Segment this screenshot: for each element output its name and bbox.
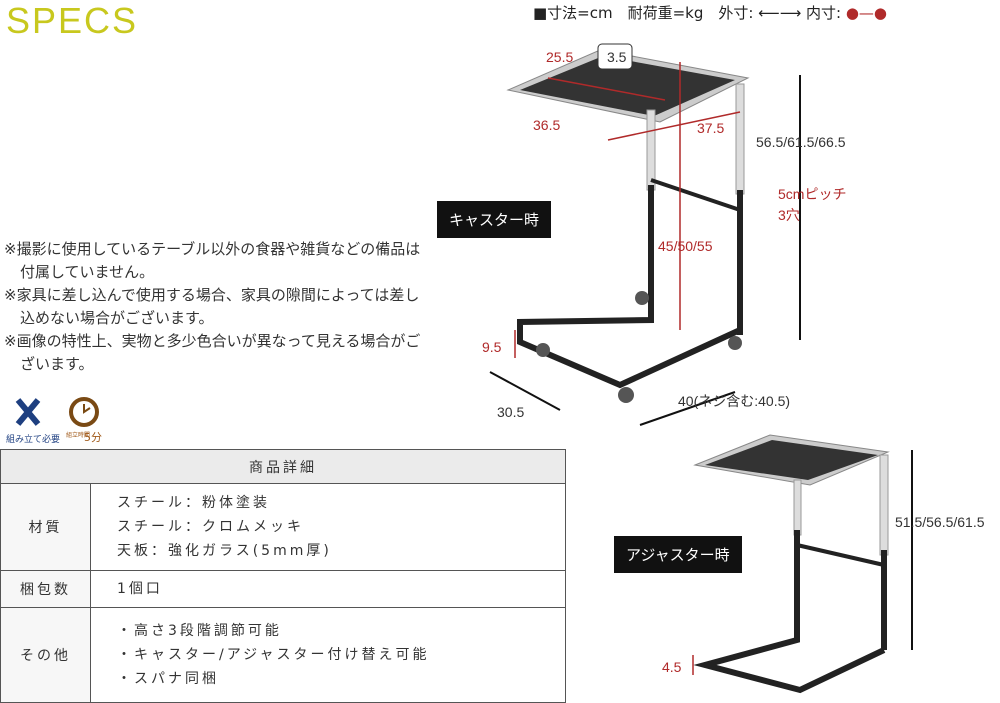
row-value: スチール：クロムメッキ (117, 519, 304, 535)
load-value: 3.5 (607, 49, 627, 65)
note: ※撮影に使用しているテーブル以外の食器や雑貨などの備品は付属していません。 (4, 240, 421, 281)
legend-inner: 内寸: (805, 4, 842, 22)
row-value: 天板：強化ガラス(5mm厚) (117, 543, 332, 559)
dim-height-caster: 56.5/61.5/66.5 (756, 134, 846, 150)
table-row: その他 ・高さ3段階調節可能・キャスター/アジャスター付け替え可能・スパナ同梱 (0, 607, 566, 703)
dim-caster-height: 9.5 (482, 339, 502, 355)
dim-adjuster-height: 4.5 (662, 659, 682, 675)
dim-base-width: 40(ネジ含む:40.5) (678, 393, 791, 409)
notes: ※撮影に使用しているテーブル以外の食器や雑貨などの備品は付属していません。 ※家… (4, 238, 434, 376)
dim-base-depth: 30.5 (497, 404, 525, 420)
dim-top-depth: 25.5 (546, 49, 574, 65)
row-value: ・高さ3段階調節可能 (117, 623, 282, 639)
dim-inner-height: 45/50/55 (658, 238, 713, 254)
dim-top-width: 37.5 (697, 120, 725, 136)
dim-holes: 3穴 (778, 207, 800, 223)
dim-depth: 36.5 (533, 117, 561, 133)
row-value: 1個口 (90, 570, 566, 608)
table-header: 商品詳細 (0, 449, 566, 484)
icons: 組み立て必要 組立時間 5分 (6, 394, 106, 446)
legend: ■寸法=cm 耐荷重=kg 外寸: ⟵⟶ 内寸: ●—● (533, 4, 888, 22)
dim-height-adjuster: 51.5/56.5/61.5 (895, 514, 985, 530)
legend-text: ■寸法=cm 耐荷重=kg 外寸: (533, 4, 754, 22)
time-label: 組立時間 (66, 432, 91, 439)
row-label: 梱包数 (0, 570, 91, 608)
dim-pitch: 5cmピッチ (778, 186, 847, 202)
row-value: スチール：粉体塗装 (117, 495, 270, 511)
spec-table: 商品詳細 材質 スチール：粉体塗装スチール：クロムメッキ天板：強化ガラス(5mm厚… (0, 449, 566, 703)
row-value: ・キャスター/アジャスター付け替え可能 (117, 647, 430, 663)
wrench-screwdriver-icon (15, 397, 99, 427)
row-label: 材質 (0, 483, 91, 571)
row-value: ・スパナ同梱 (117, 671, 219, 687)
note: ※画像の特性上、実物と多少色合いが異なって見える場合がございます。 (4, 332, 421, 373)
table-row: 材質 スチール：粉体塗装スチール：クロムメッキ天板：強化ガラス(5mm厚) (0, 483, 566, 571)
time-value: 5分 (84, 431, 102, 444)
row-label: その他 (0, 607, 91, 703)
caster-label: キャスター時 (437, 201, 552, 238)
page-title: SPECS (6, 0, 139, 41)
assembly-label: 組み立て必要 (6, 435, 61, 445)
note: ※家具に差し込んで使用する場合、家具の隙間によっては差し込めない場合がございます… (4, 286, 420, 327)
adjuster-label: アジャスター時 (614, 536, 742, 573)
